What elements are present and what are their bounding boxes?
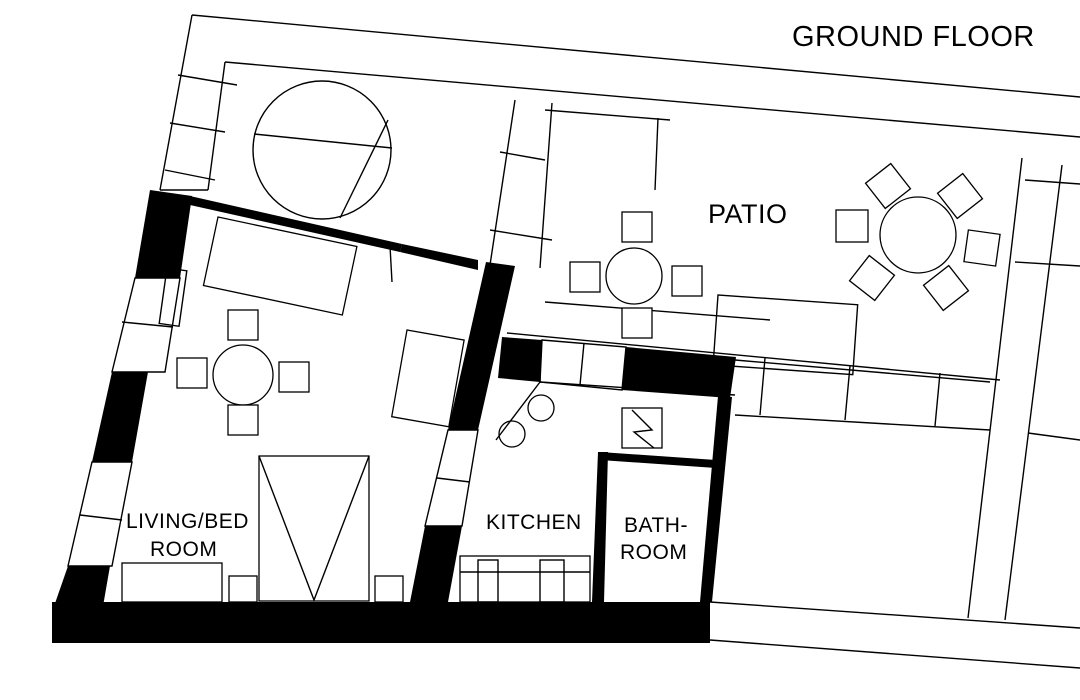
- patio-large-table-set: [835, 162, 1001, 312]
- patio-walls: [489, 99, 1001, 431]
- patio-small-table-set: [569, 211, 703, 339]
- property-outline: [159, 14, 1080, 669]
- round-planter: [252, 80, 393, 220]
- kitchen-fixtures: [459, 381, 663, 603]
- living-furniture: [121, 216, 465, 603]
- solid-walls: [52, 190, 736, 643]
- floor-title: GROUND FLOOR: [792, 21, 1035, 53]
- living-room-label-line2: ROOM: [150, 538, 217, 561]
- living-room-label-line1: LIVING/BED: [126, 510, 249, 533]
- bathroom-label-line1: BATH-: [624, 514, 688, 537]
- patio-label: PATIO: [708, 199, 788, 229]
- kitchen-label: KITCHEN: [486, 511, 582, 534]
- bathroom-label-line2: ROOM: [620, 541, 687, 564]
